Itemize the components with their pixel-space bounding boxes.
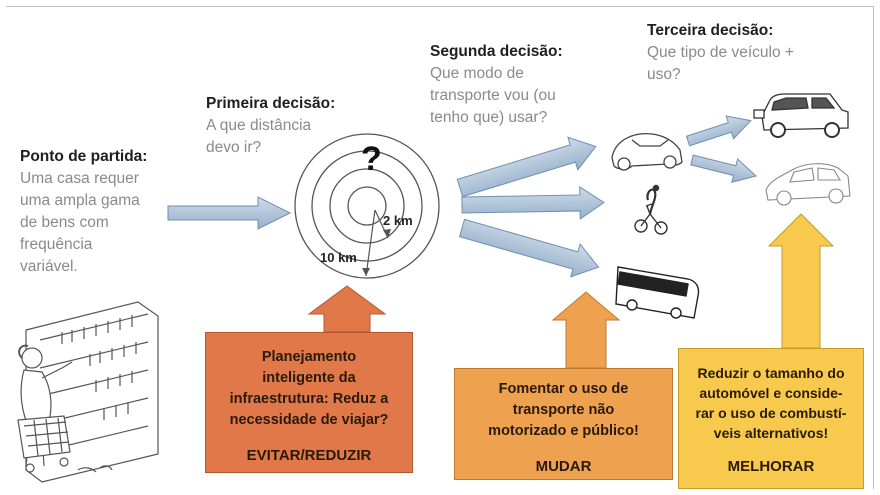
start-body: Uma casa requer uma ampla gama de bens c… [20, 170, 140, 275]
flow-arrow-to-suv [685, 115, 752, 147]
distance-rings [294, 133, 440, 279]
flow-arrow-start [167, 196, 292, 230]
question-mark: ? [361, 140, 382, 178]
second-decision-heading: Segunda decisão: [430, 43, 563, 60]
second-decision-block: Segunda decisão: Que modo de transporte … [430, 41, 563, 129]
start-heading: Ponto de partida: [20, 148, 148, 165]
up-arrow-avoid [307, 285, 387, 333]
ring-label-2km: 2 km [383, 213, 413, 228]
first-decision-heading: Primeira decisão: [206, 95, 336, 112]
third-decision-block: Terceira decisão: Que tipo de veículo + … [647, 20, 794, 86]
improve-label: MELHORAR [727, 458, 815, 475]
start-block: Ponto de partida: Uma casa requer uma am… [20, 146, 147, 278]
third-decision-heading: Terceira decisão: [647, 22, 774, 39]
first-decision-block: Primeira decisão: A que distância devo i… [206, 93, 335, 159]
bus-icon [615, 266, 700, 319]
beetle-car-icon [611, 132, 683, 171]
shift-box: Fomentar o uso de transporte não motoriz… [454, 368, 673, 480]
up-arrow-improve [767, 213, 835, 349]
radius-10km-line [365, 209, 376, 277]
flow-arrow-to-bike [461, 186, 605, 220]
suv-icon [753, 93, 849, 138]
second-decision-body: Que modo de transporte vou (ou tenho que… [430, 65, 556, 126]
avoid-reduce-box: Planejamento inteligente da infraestrutu… [205, 332, 413, 473]
improve-text: Reduzir o tamanho do automóvel e conside… [695, 365, 847, 441]
diagram-frame [6, 6, 874, 489]
avoid-reduce-text: Planejamento inteligente da infraestrutu… [229, 349, 389, 428]
flow-arrow-to-car [456, 136, 597, 198]
shopper-shelf-icon [17, 301, 159, 483]
avoid-reduce-label: EVITAR/REDUZIR [246, 447, 372, 464]
flow-arrow-to-small-car [690, 154, 758, 183]
shift-label: MUDAR [535, 458, 592, 475]
small-car-icon [765, 163, 851, 206]
bicycle-icon [634, 184, 668, 235]
improve-box: Reduzir o tamanho do automóvel e conside… [678, 348, 864, 489]
up-arrow-shift [551, 291, 621, 369]
flow-arrow-to-bus [458, 218, 600, 278]
first-decision-body: A que distância devo ir? [206, 117, 312, 156]
shift-text: Fomentar o uso de transporte não motoriz… [488, 381, 639, 439]
ring-label-10km: 10 km [320, 250, 357, 265]
third-decision-body: Que tipo de veículo + uso? [647, 44, 794, 83]
